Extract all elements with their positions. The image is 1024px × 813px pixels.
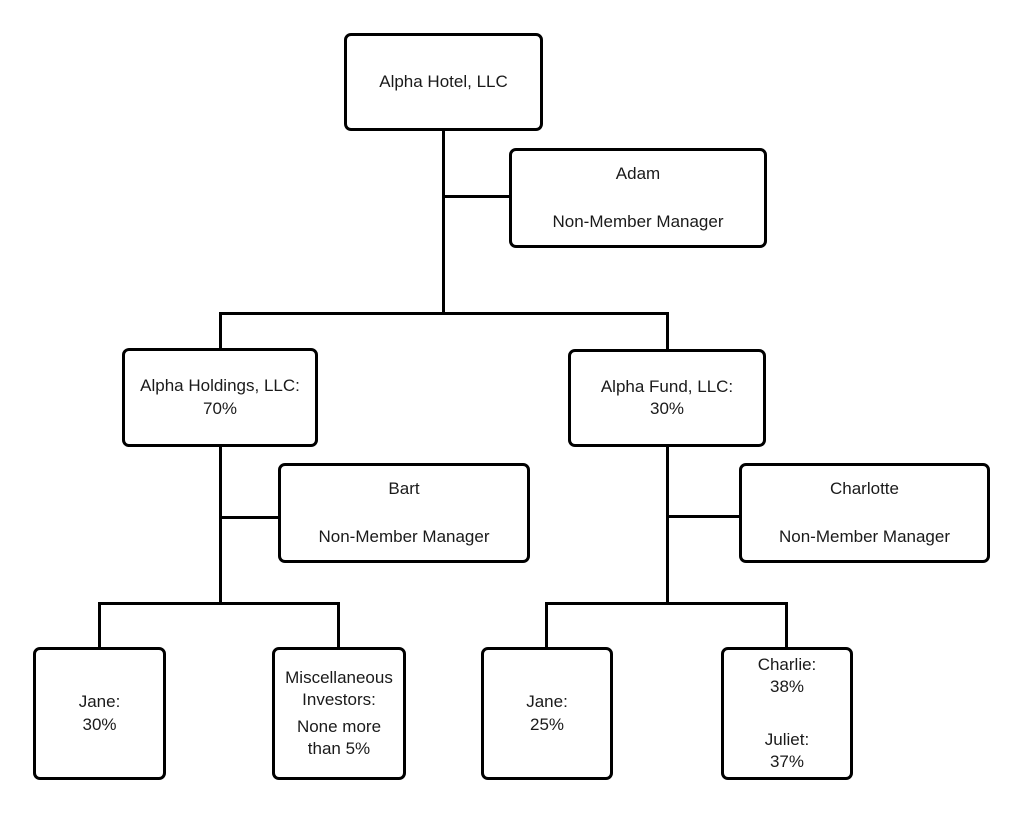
node-alpha-fund-share: 30%	[649, 399, 685, 418]
charlie-entry: Charlie: 38%	[758, 654, 817, 698]
node-adam-name: Adam	[615, 164, 661, 184]
node-adam: Adam Non-Member Manager	[509, 148, 767, 248]
connector-bart	[221, 516, 279, 519]
connector-fund-trunk	[666, 445, 669, 605]
node-misc-investors: Miscellaneous Investors: None more than …	[272, 647, 406, 780]
node-alpha-holdings: Alpha Holdings, LLC: 70%	[122, 348, 318, 447]
node-juliet-name: Juliet:	[764, 729, 810, 749]
connector-holdings-trunk	[219, 445, 222, 605]
connector-drop-holdings	[219, 312, 222, 350]
node-juliet-share: 37%	[769, 751, 804, 771]
node-jane-fund-name: Jane:	[526, 692, 568, 712]
node-bart-name: Bart	[388, 479, 420, 499]
node-alpha-hotel-label: Alpha Hotel, LLC	[379, 71, 508, 91]
node-alpha-fund-name: Alpha Fund, LLC:	[600, 376, 734, 396]
node-charlie-name: Charlie:	[757, 655, 817, 675]
node-bart: Bart Non-Member Manager	[278, 463, 530, 563]
juliet-entry: Juliet: 37%	[765, 729, 809, 773]
connector-drop-fund	[666, 312, 669, 351]
node-alpha-hotel: Alpha Hotel, LLC	[344, 33, 543, 131]
connector-drop-misc	[337, 602, 340, 648]
node-bart-role: Non-Member Manager	[318, 526, 490, 546]
connector-drop-charlie	[785, 602, 788, 648]
connector-drop-jane30	[98, 602, 101, 648]
connector-right-branch	[545, 602, 788, 605]
connector-hotel-trunk	[442, 130, 445, 314]
node-jane-fund-share: 25%	[529, 714, 565, 734]
node-jane-holdings: Jane: 30%	[33, 647, 166, 780]
connector-adam	[444, 195, 510, 198]
node-alpha-fund: Alpha Fund, LLC: 30%	[568, 349, 766, 447]
node-adam-role: Non-Member Manager	[552, 211, 724, 231]
node-charlotte-role: Non-Member Manager	[778, 526, 950, 546]
node-jane-fund: Jane: 25%	[481, 647, 613, 780]
connector-top-branch	[219, 312, 669, 315]
node-alpha-holdings-share: 70%	[202, 398, 238, 418]
node-jane-holdings-share: 30%	[82, 714, 117, 734]
node-misc-investors-share: None more than 5%	[296, 716, 382, 758]
node-misc-investors-name: Miscellaneous Investors:	[285, 668, 393, 710]
node-charlie-share: 38%	[769, 677, 805, 697]
node-alpha-holdings-name: Alpha Holdings, LLC:	[140, 376, 300, 396]
connector-left-branch	[98, 602, 340, 605]
node-charlotte: Charlotte Non-Member Manager	[739, 463, 990, 563]
node-charlie-juliet: Charlie: 38% Juliet: 37%	[721, 647, 853, 780]
node-jane-holdings-name: Jane:	[78, 692, 121, 712]
node-charlotte-name: Charlotte	[830, 479, 899, 499]
connector-drop-jane25	[545, 602, 548, 648]
connector-charlotte	[668, 515, 740, 518]
